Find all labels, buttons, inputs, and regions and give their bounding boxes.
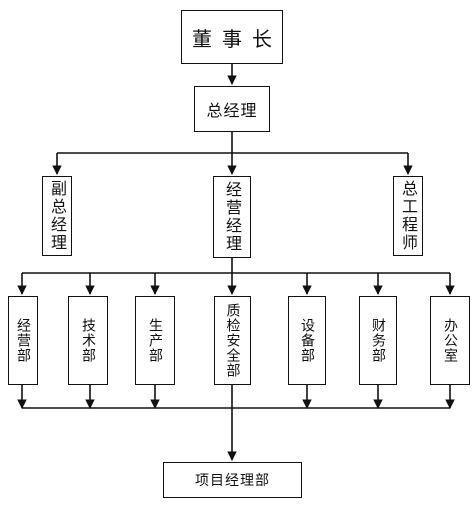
project-dept-box: 项目经理部 — [163, 462, 302, 498]
dept-label-1: 经营部 — [15, 318, 31, 363]
deputy-gm-box: 副总经理 — [42, 176, 72, 256]
dept-label-5: 设备部 — [299, 318, 315, 363]
dept-label-3: 生产部 — [147, 318, 163, 363]
dept-label-4: 质检安全部 — [224, 303, 241, 378]
deputy-gm-label: 副总经理 — [48, 180, 67, 252]
dept-box-4: 质检安全部 — [214, 296, 251, 385]
business-manager-label: 经营经理 — [223, 181, 242, 253]
project-dept-label: 项目经理部 — [195, 473, 270, 489]
dept-box-2: 技术部 — [68, 296, 108, 385]
chairman-label: 董事长 — [192, 26, 282, 51]
general-manager-box: 总经理 — [194, 86, 270, 132]
dept-box-3: 生产部 — [135, 296, 175, 385]
dept-label-2: 技术部 — [80, 318, 96, 363]
general-manager-label: 总经理 — [206, 101, 258, 120]
dept-box-7: 办公室 — [430, 296, 470, 385]
dept-label-7: 办公室 — [442, 318, 458, 363]
dept-box-5: 设备部 — [288, 296, 326, 385]
dept-box-6: 财务部 — [359, 296, 397, 385]
dept-box-1: 经营部 — [8, 296, 38, 385]
chief-engineer-box: 总工程师 — [393, 176, 423, 256]
chairman-box: 董事长 — [181, 10, 283, 64]
dept-label-6: 财务部 — [370, 318, 386, 363]
chief-engineer-label: 总工程师 — [399, 180, 418, 252]
business-manager-box: 经营经理 — [213, 176, 251, 258]
